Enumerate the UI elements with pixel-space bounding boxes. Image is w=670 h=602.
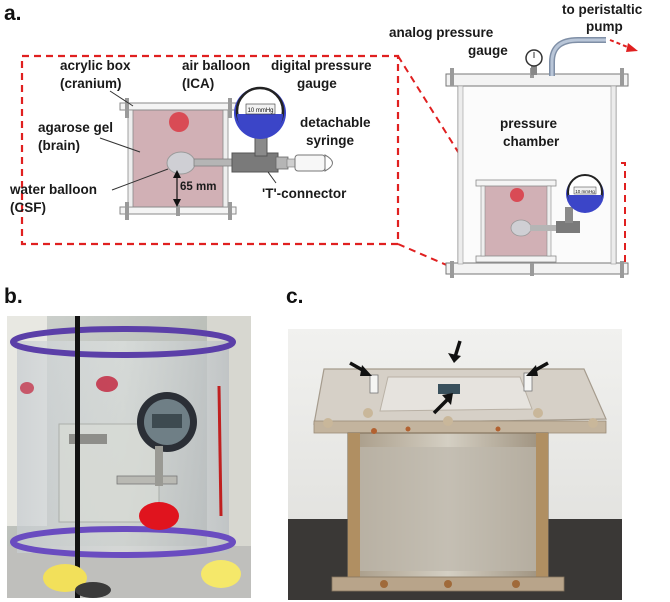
mini-gauge-display-text: 10 mmHg	[575, 189, 595, 194]
leader-agarose	[99, 137, 141, 153]
arrow-right-icon	[349, 361, 372, 376]
label-dimension: 65 mm	[180, 181, 217, 193]
label-pressure: pressure	[500, 116, 558, 131]
label-cranium: (cranium)	[60, 76, 122, 91]
label-digital-gauge-1: digital pressure	[271, 58, 372, 73]
analog-pressure-gauge	[525, 49, 543, 75]
panel-label-c: c.	[286, 285, 304, 308]
dimension-arrow	[173, 170, 181, 207]
arrow-left-icon	[526, 361, 549, 376]
air-balloon	[169, 112, 189, 132]
mini-model: 10 mmHg	[475, 174, 604, 263]
detachable-syringe	[286, 154, 333, 172]
label-detachable: detachable	[300, 115, 371, 130]
water-balloon	[166, 151, 196, 175]
label-pump: pump	[586, 19, 623, 34]
gauge-display-text: 10 mmHg	[247, 108, 273, 114]
t-connector	[231, 129, 289, 173]
photo-b	[7, 316, 251, 598]
schematic-diagram: 10 mmHg	[20, 37, 638, 278]
label-ica: (ICA)	[182, 76, 215, 91]
label-chamber: chamber	[503, 134, 560, 149]
label-agarose-gel: agarose gel	[38, 120, 114, 135]
label-analog-gauge-1: analog pressure	[389, 25, 494, 40]
label-air-balloon: air balloon	[182, 58, 251, 73]
leader-t	[267, 171, 277, 184]
photo-c	[288, 329, 622, 600]
panel-label-b: b.	[4, 285, 23, 308]
label-analog-gauge-2: gauge	[468, 43, 508, 58]
balloon-tube	[193, 158, 235, 167]
leader-water	[111, 168, 169, 191]
label-t-connector: 'T'-connector	[262, 186, 347, 201]
callout-connector-top	[397, 55, 466, 164]
panel-label-a: a.	[4, 2, 22, 25]
arrow-down-icon	[448, 340, 462, 363]
label-brain: (brain)	[38, 138, 80, 153]
arrow-up-icon	[432, 393, 453, 415]
label-digital-gauge-2: gauge	[297, 76, 337, 91]
label-acrylic-box: acrylic box	[60, 58, 131, 73]
label-peristaltic: to peristaltic	[562, 2, 643, 17]
digital-pressure-gauge: 10 mmHg	[234, 86, 286, 139]
purple-ring-bottom	[10, 526, 236, 558]
callout-box	[20, 54, 400, 246]
purple-ring-top	[10, 326, 236, 358]
arrow-right-icon	[609, 39, 638, 52]
label-water-balloon: water balloon	[10, 182, 98, 197]
label-csf: (CSF)	[10, 200, 46, 215]
label-syringe: syringe	[306, 133, 355, 148]
leader-acrylic	[109, 90, 134, 107]
